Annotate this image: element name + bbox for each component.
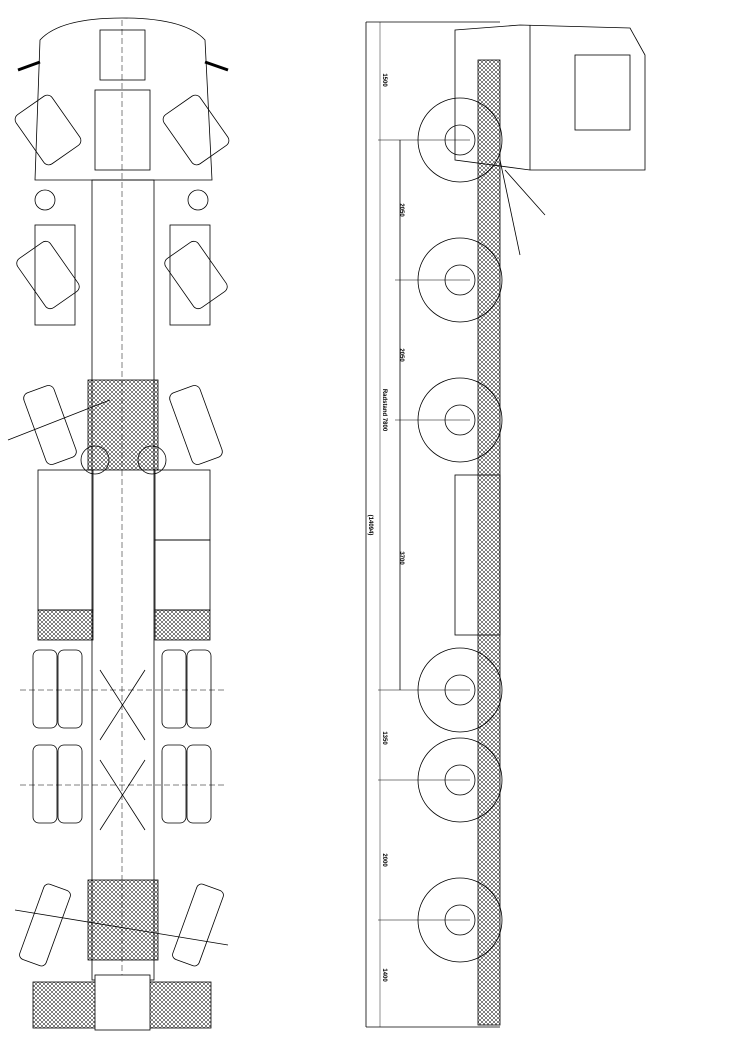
dim-axle-4-5: 1350: [381, 731, 387, 745]
rear-dual-wheels: [20, 649, 225, 824]
dim-axle-3-4: 3700: [398, 551, 404, 565]
dim-front-overhang: 1500: [381, 73, 387, 87]
cab-roof: [94, 89, 151, 171]
dim-rear-overhang: 1400: [381, 968, 387, 982]
dim-overall-length: (14094): [367, 514, 373, 536]
top-view: [7, 17, 230, 1031]
frame-side: [477, 59, 501, 1026]
dim-axle-2-3: 2050: [398, 348, 404, 362]
front-wheels-3: [23, 385, 77, 465]
frame-rail: [91, 179, 155, 981]
side-view: [365, 21, 646, 1028]
dim-axle-5-6: 2000: [381, 853, 387, 867]
fuel-tank: [37, 469, 94, 611]
cab-side: [454, 24, 646, 171]
dim-wheelbase: Radstand 7800: [381, 388, 387, 432]
side-wheels: [417, 97, 503, 963]
front-wheels-1: [14, 94, 82, 166]
front-wheels-2: [16, 240, 80, 310]
cab-outline: [34, 17, 213, 181]
dim-axle-1-2: 2050: [398, 203, 404, 217]
